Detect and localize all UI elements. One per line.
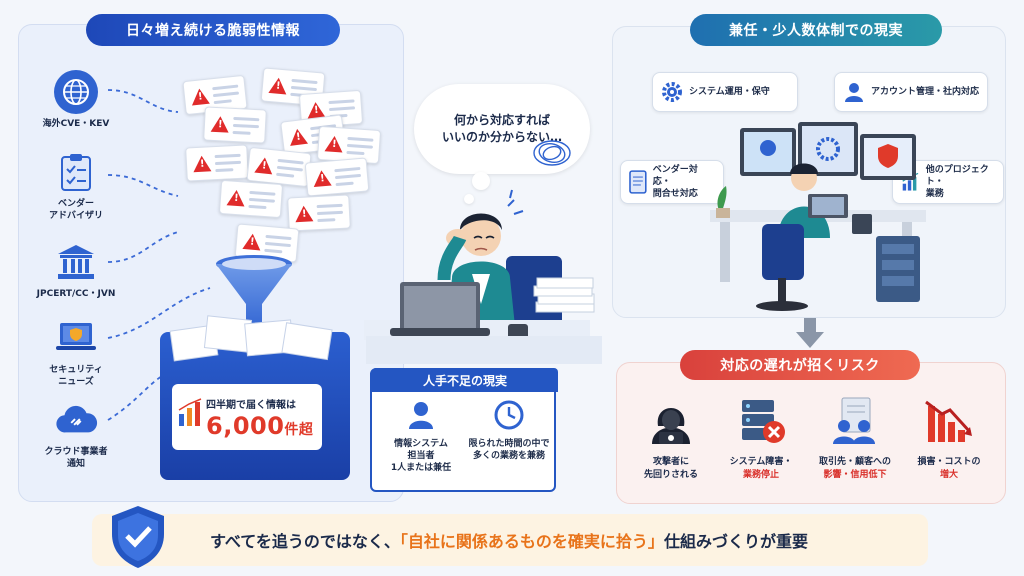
key-message-text: すべてを追うのではなく、「自社に関係あるものを確実に拾う」仕組みづくりが重要 <box>210 528 808 552</box>
bin-papers <box>169 315 333 362</box>
shortage-item-text: 情報システム 担当者 1人または兼任 <box>390 439 452 473</box>
risk-text-main: 取引先・顧客への <box>818 457 891 467</box>
source-jpcert-jvn: JPCERT/CC・JVN <box>34 240 118 300</box>
risk-item-system-outage: システム障害・ 業務停止 <box>718 396 804 482</box>
worried-employee-illustration <box>364 189 595 342</box>
shortage-item-time: 限られた時間の中で 多くの業務を兼務 <box>466 400 552 462</box>
right-top-title: 兼任・少人数体制での現実 <box>690 14 942 46</box>
risk-text-emphasis: 影響・信用低下 <box>823 470 887 480</box>
risk-item-cost-increase: 損害・コストの 増大 <box>906 396 992 482</box>
warning-icon <box>324 135 344 153</box>
thought-puff <box>464 194 474 204</box>
warning-icon <box>192 155 212 173</box>
source-label: 海外CVE・KEV <box>42 119 110 129</box>
bin-count-unit: 件超 <box>284 422 314 438</box>
thought-puff <box>472 172 490 190</box>
person-icon <box>845 83 863 102</box>
bin-count-number: 6,000 <box>206 412 285 440</box>
warning-icon <box>254 156 274 175</box>
key-message-banner: すべてを追うのではなく、「自社に関係あるものを確実に拾う」仕組みづくりが重要 <box>92 514 928 566</box>
key-message-prefix: すべてを追うのではなく、 <box>210 532 400 551</box>
callout-text: アカウント管理・社内対応 <box>871 87 980 97</box>
source-label: セキュリティ ニューズ <box>49 365 103 387</box>
source-security-news: セキュリティ ニューズ <box>34 316 118 388</box>
source-cloud-provider: クラウド事業者 通知 <box>34 398 118 470</box>
people-document-icon <box>833 397 875 444</box>
risk-text-emphasis: 増大 <box>939 470 958 480</box>
source-vendor-advisory: ベンダー アドバイザリ <box>34 150 118 222</box>
source-label: クラウド事業者 通知 <box>44 447 108 469</box>
warning-icon <box>210 115 230 133</box>
declining-chart-icon <box>925 400 972 442</box>
key-message-suffix: 仕組みづくりが重要 <box>663 532 808 551</box>
risk-text: 攻撃者に 先回りされる <box>643 457 698 480</box>
thought-bubble: 何から対応すれば いいのか分からない… <box>414 84 590 174</box>
globe-icon <box>54 70 98 114</box>
government-building-icon <box>54 240 98 284</box>
risk-text-main: 損害・コストの <box>917 457 981 467</box>
callout-text: システム運用・保守 <box>689 87 770 97</box>
laptop-shield-icon <box>54 316 98 360</box>
callout-vendor: ベンダー対応・ 問合せ対応 <box>620 160 724 204</box>
document-icon <box>629 170 647 194</box>
vulnerability-alert-card <box>246 146 312 188</box>
vulnerability-alert-card <box>203 106 267 144</box>
thought-bubble-text: 何から対応すれば いいのか分からない… <box>441 113 562 144</box>
clipboard-icon <box>54 150 98 194</box>
risk-item-attacker: 攻撃者に 先回りされる <box>628 396 714 482</box>
warning-icon <box>242 232 262 251</box>
multitasking-workstation-illustration <box>710 122 926 311</box>
funnel-icon <box>216 255 292 338</box>
bin-count-label: 四半期で届く情報は 6,000件超 <box>172 384 322 450</box>
callout-text: ベンダー対応・ 問合せ対応 <box>652 165 698 199</box>
vulnerability-alert-card <box>218 179 284 219</box>
clock-icon <box>494 400 524 430</box>
risk-text-main: システム障害・ <box>729 457 793 467</box>
callout-text: 他のプロジェクト・ 業務 <box>925 165 989 199</box>
bar-chart-icon <box>178 398 202 426</box>
warning-icon <box>288 127 309 146</box>
key-message-highlight: 「自社に関係あるものを確実に拾う」 <box>399 532 664 551</box>
risk-text: 損害・コストの 増大 <box>906 456 992 482</box>
person-icon <box>409 402 433 429</box>
vulnerability-alert-card <box>185 144 249 182</box>
risk-panel-title: 対応の遅れが招くリスク <box>680 350 920 380</box>
staff-shortage-box: 人手不足の現実 情報システム 担当者 1人または兼任 限られた時間の中で 多くの… <box>370 368 558 492</box>
desk-top <box>366 336 602 364</box>
warning-icon <box>226 189 246 207</box>
callout-account-mgmt: アカウント管理・社内対応 <box>834 72 988 112</box>
server-error-icon <box>742 400 785 443</box>
source-label: ベンダー アドバイザリ <box>48 199 103 221</box>
warning-icon <box>268 76 288 95</box>
shortage-item-text: 限られた時間の中で 多くの業務を兼務 <box>468 439 550 461</box>
callout-system-ops: システム運用・保守 <box>652 72 798 112</box>
shield-check-icon <box>112 506 164 568</box>
source-label: JPCERT/CC・JVN <box>36 289 116 299</box>
vulnerability-alert-card <box>287 194 351 232</box>
bin-count: 6,000件超 <box>206 412 313 440</box>
warning-icon <box>190 87 210 106</box>
source-overseas-cve: 海外CVE・KEV <box>34 70 118 130</box>
cloud-icon <box>54 398 98 442</box>
bin-caption: 四半期で届く情報は <box>206 400 296 411</box>
left-panel-title: 日々増え続ける脆弱性情報 <box>86 14 340 46</box>
warning-icon <box>294 205 314 223</box>
hacker-icon <box>652 408 690 444</box>
risk-text-emphasis: 業務停止 <box>742 470 779 480</box>
scribble-icon <box>533 140 571 166</box>
risk-item-trust-loss: 取引先・顧客への 影響・信用低下 <box>812 396 898 482</box>
down-arrow-icon <box>796 318 824 348</box>
risk-text: 取引先・顧客への 影響・信用低下 <box>812 456 898 482</box>
staff-shortage-title: 人手不足の現実 <box>372 368 558 392</box>
gear-icon <box>662 82 682 102</box>
risk-text: システム障害・ 業務停止 <box>718 456 804 482</box>
shortage-item-staff: 情報システム 担当者 1人または兼任 <box>378 400 464 474</box>
warning-icon <box>312 169 332 188</box>
